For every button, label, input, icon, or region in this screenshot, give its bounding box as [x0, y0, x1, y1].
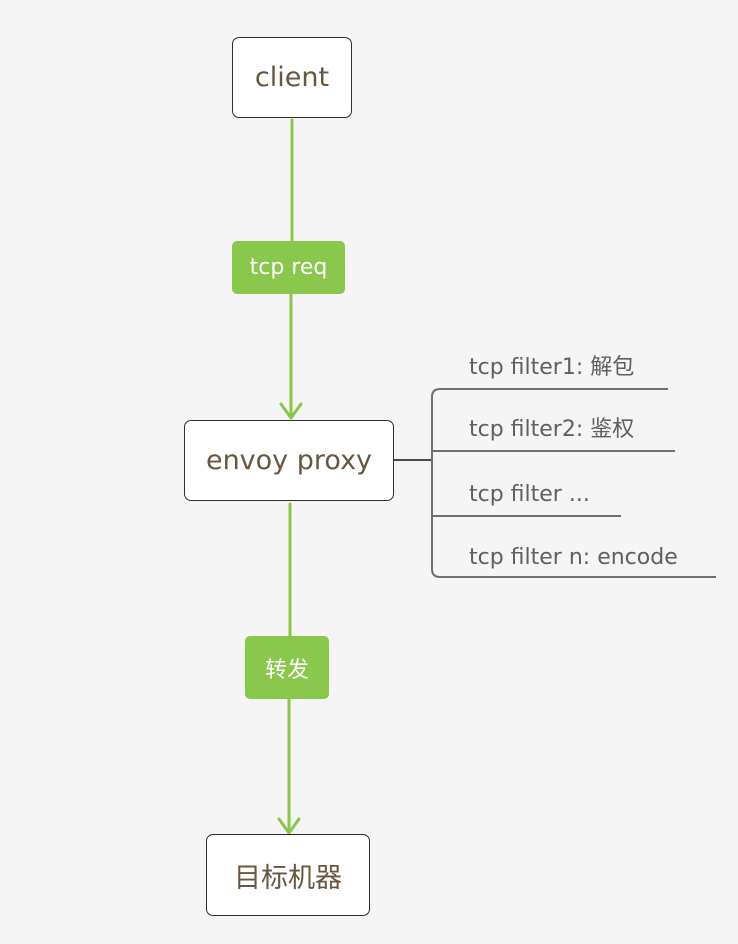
filter-item-1: tcp filter1: 解包: [469, 355, 635, 380]
filter-item-2: tcp filter2: 鉴权: [469, 417, 635, 442]
tcp-req-label-text: tcp req: [249, 255, 328, 280]
arrowhead-client-proxy: [279, 402, 303, 420]
target-machine-node-label: 目标机器: [234, 862, 342, 894]
tcp-req-label: tcp req: [232, 241, 345, 294]
forward-label: 转发: [245, 636, 329, 699]
envoy-proxy-node: envoy proxy: [184, 420, 394, 501]
filter-item-3: tcp filter ...: [469, 482, 590, 507]
client-node: client: [232, 37, 352, 118]
filter-item-4: tcp filter n: encode: [469, 545, 678, 570]
client-node-label: client: [254, 62, 330, 93]
target-machine-node: 目标机器: [206, 834, 370, 916]
arrowhead-proxy-target: [277, 817, 301, 835]
branch-bracket: [431, 388, 716, 578]
forward-label-text: 转发: [264, 657, 309, 683]
envoy-proxy-node-label: envoy proxy: [205, 445, 373, 476]
